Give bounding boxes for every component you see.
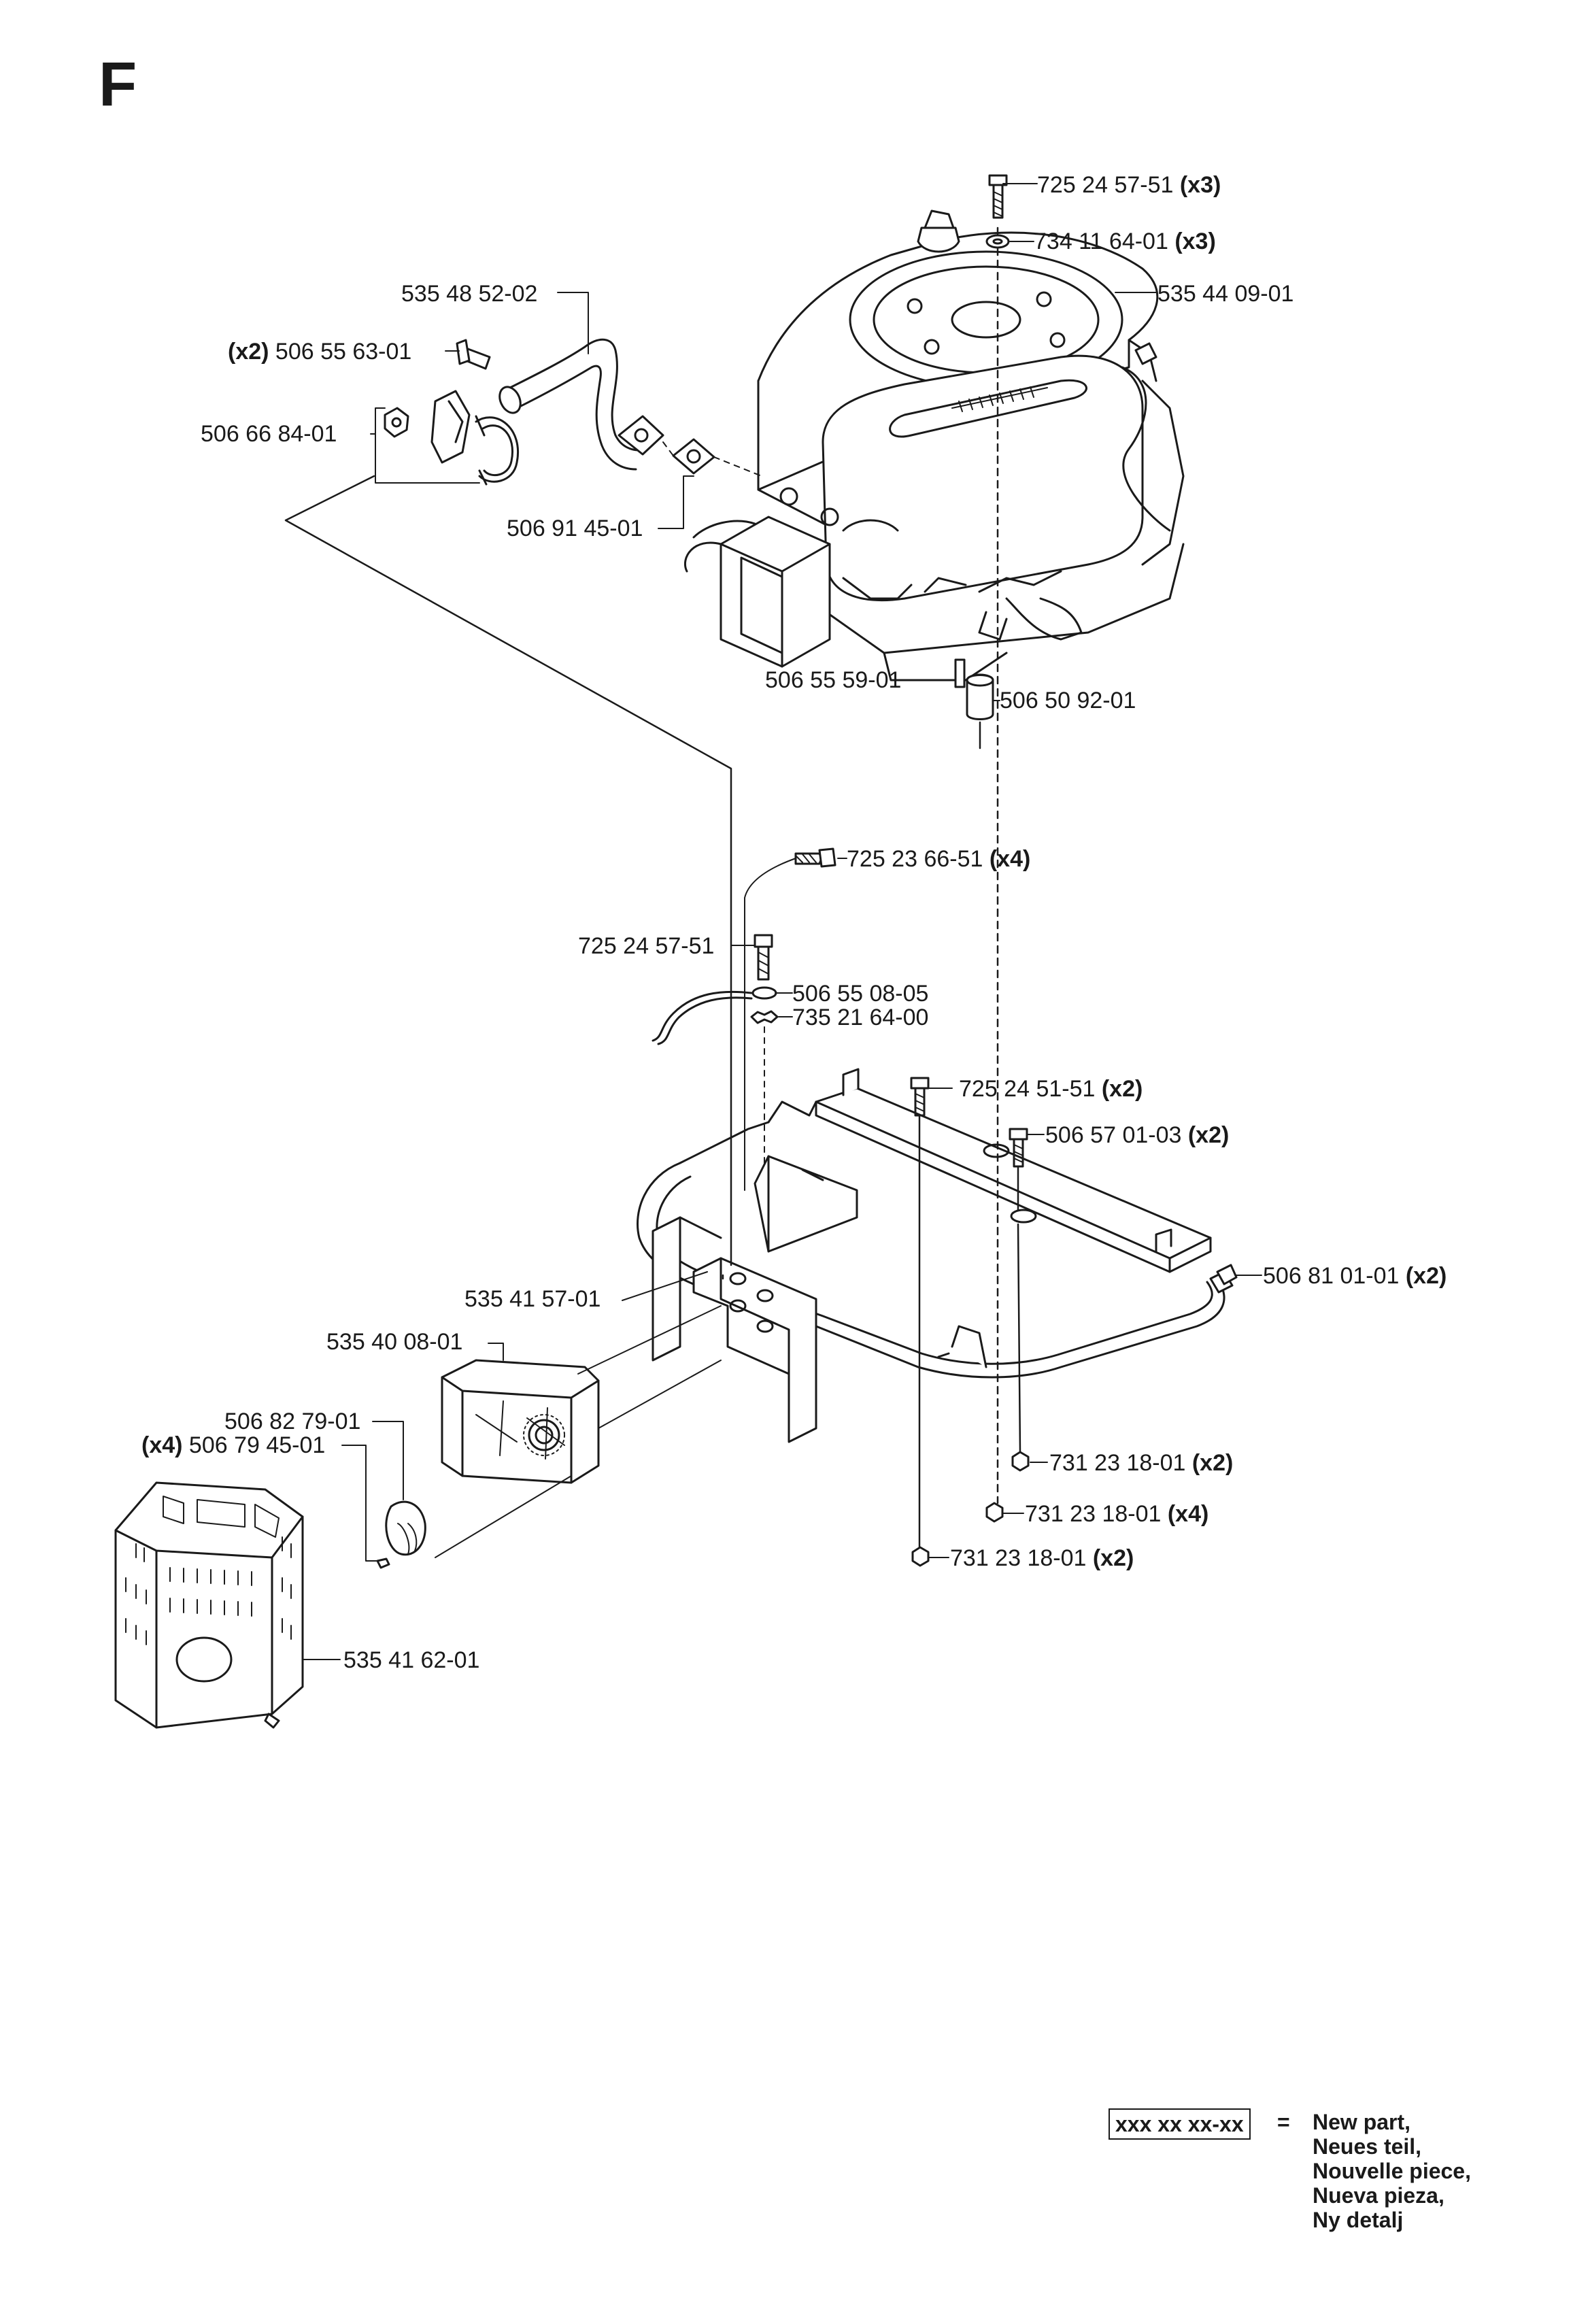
- part-label-506-91-45-01: 506 91 45-01: [507, 516, 643, 541]
- mid-fasteners-drawing: [652, 847, 836, 1191]
- assembly-lines: [284, 226, 1021, 1549]
- legend-code-box: xxx xx xx-xx: [1109, 2108, 1251, 2140]
- part-label-506-57-01-03: 506 57 01-03 (x2): [1045, 1122, 1230, 1148]
- part-label-506-82-79-01: 506 82 79-01: [224, 1409, 361, 1434]
- legend-line: Neues teil,: [1313, 2134, 1422, 2159]
- part-label-506-55-63-01: (x2) 506 55 63-01: [228, 339, 412, 365]
- frame-fasteners-drawing: [910, 1077, 1238, 1567]
- muffler-drawing: [435, 1305, 722, 1558]
- part-label-731-23-18-01-c: 731 23 18-01 (x2): [950, 1545, 1134, 1571]
- engine-drawing: [684, 209, 1185, 681]
- part-label-731-23-18-01-a: 731 23 18-01 (x2): [1049, 1450, 1234, 1476]
- part-label-535-44-09-01: 535 44 09-01: [1157, 281, 1294, 307]
- part-label-506-50-92-01: 506 50 92-01: [1000, 688, 1136, 713]
- part-label-731-23-18-01-b: 731 23 18-01 (x4): [1025, 1501, 1209, 1527]
- top-bolt-washer-drawing: [985, 174, 1010, 249]
- exhaust-pipe-drawing: [384, 338, 762, 486]
- part-label-725-24-57-51-mid: 725 24 57-51: [578, 933, 715, 959]
- legend-line: Nueva pieza,: [1313, 2183, 1444, 2208]
- leader-lines: [302, 183, 1262, 1660]
- part-label-506-55-08-05: 506 55 08-05: [792, 981, 929, 1007]
- heat-shield-drawing: [114, 1481, 304, 1729]
- legend-text: New part, Neues teil, Nouvelle piece, Nu…: [1313, 2110, 1471, 2232]
- part-label-535-41-62-01: 535 41 62-01: [343, 1647, 480, 1673]
- part-label-535-40-08-01: 535 40 08-01: [326, 1329, 463, 1355]
- heat-shield-vents: [125, 1536, 292, 1645]
- sheet-letter: F: [99, 50, 137, 119]
- legend-equals: =: [1277, 2110, 1290, 2134]
- part-label-734-11-64-01: 734 11 64-01 (x3): [1034, 229, 1216, 254]
- part-label-535-41-57-01: 535 41 57-01: [464, 1286, 601, 1312]
- engine-frame-drawing: [637, 1068, 1234, 1443]
- legend-line: Nouvelle piece,: [1313, 2159, 1471, 2183]
- spark-arrestor-drawing: [376, 1500, 426, 1569]
- pin-spacer-drawing: [954, 658, 994, 720]
- part-label-725-24-57-51-top: 725 24 57-51 (x3): [1037, 172, 1221, 198]
- part-label-506-55-59-01: 506 55 59-01: [765, 667, 902, 693]
- part-label-725-24-51-51: 725 24 51-51 (x2): [959, 1076, 1143, 1102]
- part-label-735-21-64-00: 735 21 64-00: [792, 1005, 929, 1030]
- legend-line: Ny detalj: [1313, 2208, 1404, 2232]
- part-label-506-81-01-01: 506 81 01-01 (x2): [1263, 1263, 1447, 1289]
- part-label-506-66-84-01: 506 66 84-01: [201, 421, 337, 447]
- part-label-725-23-66-51: 725 23 66-51 (x4): [847, 846, 1031, 872]
- part-label-535-48-52-02: 535 48 52-02: [401, 281, 538, 307]
- legend-line: New part,: [1313, 2110, 1411, 2134]
- part-label-506-79-45-01: (x4) 506 79 45-01: [141, 1432, 326, 1458]
